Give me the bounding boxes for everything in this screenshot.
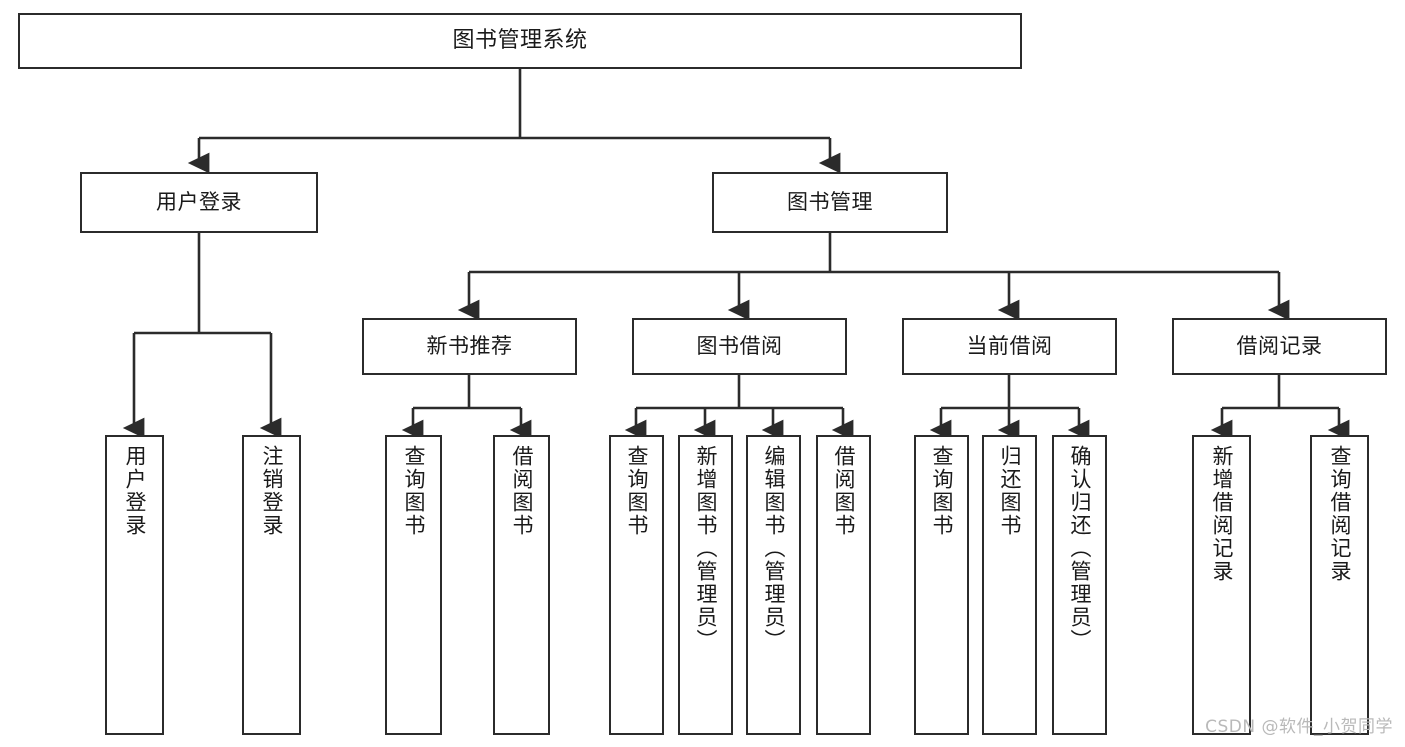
leaf-user-login-signout[interactable]: 注销登录 <box>242 435 301 735</box>
leaf-book-borrow-query[interactable]: 查询图书 <box>609 435 664 735</box>
node-root-system[interactable]: 图书管理系统 <box>18 13 1022 69</box>
node-label: 用户登录 <box>123 445 147 537</box>
node-label: 查询借阅记录 <box>1328 445 1352 583</box>
leaf-user-login-signin[interactable]: 用户登录 <box>105 435 164 735</box>
node-book-management[interactable]: 图书管理 <box>712 172 948 233</box>
node-label: 编辑图书（管理员） <box>762 445 786 652</box>
node-label: 注销登录 <box>260 445 284 537</box>
node-label: 借阅图书 <box>510 445 534 537</box>
leaf-current-borrow-return[interactable]: 归还图书 <box>982 435 1037 735</box>
leaf-book-borrow-lend[interactable]: 借阅图书 <box>816 435 871 735</box>
node-label: 归还图书 <box>998 445 1022 537</box>
node-user-login[interactable]: 用户登录 <box>80 172 318 233</box>
leaf-borrow-record-add[interactable]: 新增借阅记录 <box>1192 435 1251 735</box>
leaf-new-book-borrow[interactable]: 借阅图书 <box>493 435 550 735</box>
node-label: 新书推荐 <box>426 334 513 359</box>
node-label: 查询图书 <box>402 445 426 537</box>
node-label: 借阅图书 <box>832 445 856 537</box>
node-book-borrow[interactable]: 图书借阅 <box>632 318 847 375</box>
leaf-book-borrow-add[interactable]: 新增图书（管理员） <box>678 435 733 735</box>
node-new-book-recommend[interactable]: 新书推荐 <box>362 318 577 375</box>
node-label: 用户登录 <box>156 190 242 215</box>
leaf-current-borrow-confirm-return[interactable]: 确认归还（管理员） <box>1052 435 1107 735</box>
node-label: 借阅记录 <box>1236 334 1323 359</box>
leaf-current-borrow-query[interactable]: 查询图书 <box>914 435 969 735</box>
node-current-borrow[interactable]: 当前借阅 <box>902 318 1117 375</box>
node-label: 新增借阅记录 <box>1210 445 1234 583</box>
leaf-borrow-record-query[interactable]: 查询借阅记录 <box>1310 435 1369 735</box>
leaf-book-borrow-edit[interactable]: 编辑图书（管理员） <box>746 435 801 735</box>
node-label: 新增图书（管理员） <box>694 445 718 652</box>
node-label: 图书管理系统 <box>452 28 588 54</box>
node-label: 查询图书 <box>625 445 649 537</box>
node-label: 图书借阅 <box>696 334 783 359</box>
node-label: 查询图书 <box>930 445 954 537</box>
node-label: 图书管理 <box>787 190 873 215</box>
leaf-new-book-query[interactable]: 查询图书 <box>385 435 442 735</box>
node-label: 确认归还（管理员） <box>1068 445 1092 652</box>
node-label: 当前借阅 <box>966 334 1053 359</box>
node-borrow-record[interactable]: 借阅记录 <box>1172 318 1387 375</box>
